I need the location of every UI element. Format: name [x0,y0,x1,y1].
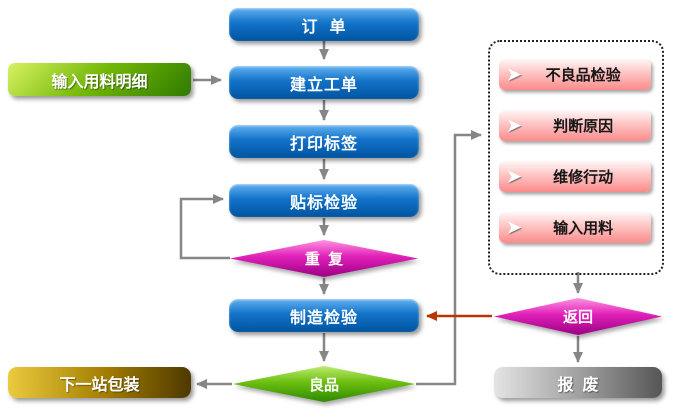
node-determine-cause-label: 判断原因 [553,118,614,135]
node-good-product-label: 良品 [308,376,339,394]
node-repeat-decision: 重 复 [230,240,418,277]
arrow-good-to-rework-group [416,130,482,386]
node-label-inspection-label: 贴标检验 [289,194,358,212]
node-return-label: 返回 [562,309,593,326]
step-arrow-icon: ➤ [507,218,522,237]
node-input-material-detail-label: 输入用料明细 [51,73,148,91]
node-print-label: 打印标签 [229,125,419,158]
step-arrow-icon: ➤ [507,65,522,84]
node-order-label: 订 单 [301,18,347,36]
arrow-repeat-loop-to-labelcheck [179,194,230,260]
good-product-diamond: 良品 [233,366,415,402]
node-order: 订 单 [229,8,419,41]
node-input-material-detail: 输入用料明细 [8,63,191,96]
node-repair-action: ➤ 维修行动 [499,161,651,192]
step-arrow-icon: ➤ [507,167,522,186]
node-manufacturing-inspection-label: 制造检验 [289,309,358,327]
rework-group: ➤ 不良品检验 ➤ 判断原因 ➤ 维修行动 ➤ 输入用料 [488,40,664,275]
repeat-diamond: 重 复 [230,240,418,277]
node-scrap: 报 废 [494,367,662,398]
node-next-station-packaging: 下一站包装 [8,367,191,398]
node-label-inspection: 贴标检验 [229,184,419,217]
node-print-label-label: 打印标签 [289,135,358,153]
node-next-station-packaging-label: 下一站包装 [59,376,140,394]
node-repeat-label: 重 复 [304,251,344,268]
node-input-material: ➤ 输入用料 [499,212,651,243]
node-defective-inspection-label: 不良品检验 [545,67,621,84]
node-determine-cause: ➤ 判断原因 [499,110,651,141]
node-scrap-label: 报 废 [557,376,599,394]
node-create-work-order: 建立工单 [229,66,419,99]
node-manufacturing-inspection: 制造检验 [229,299,419,332]
node-create-work-order-label: 建立工单 [289,76,358,94]
return-diamond: 返回 [494,298,662,335]
node-defective-inspection: ➤ 不良品检验 [499,59,651,90]
step-arrow-icon: ➤ [507,116,522,135]
node-good-product-decision: 良品 [233,366,415,402]
node-input-material-label: 输入用料 [553,220,614,237]
node-repair-action-label: 维修行动 [553,169,614,186]
node-return-decision: 返回 [494,298,662,335]
